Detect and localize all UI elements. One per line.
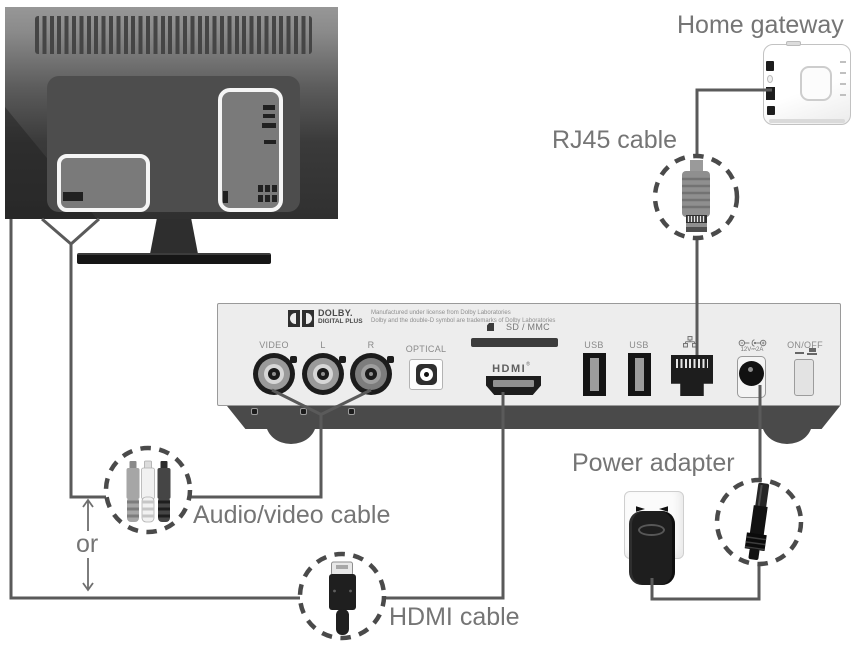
tv-port-slot xyxy=(223,191,228,203)
audio-video-cable-label: Audio/video cable xyxy=(193,501,391,529)
usb1-port xyxy=(583,353,606,396)
on-off-switch xyxy=(794,359,814,396)
gateway-button xyxy=(786,41,801,46)
tv-stand-base xyxy=(77,253,271,264)
tv-pin xyxy=(258,185,263,192)
tv-port-slot xyxy=(262,123,276,128)
tv-vent-grille xyxy=(35,16,312,54)
tv-av-port xyxy=(63,192,83,201)
audio-r-port-label: R xyxy=(367,340,375,350)
tv-pin xyxy=(265,195,270,202)
power-adapter-device xyxy=(629,511,675,585)
dolby-license-line2: Dolby and the double-D symbol are tradem… xyxy=(371,318,556,324)
tv-rear xyxy=(5,7,338,219)
adapter-emblem xyxy=(638,524,665,536)
dolby-double-d-icon xyxy=(288,310,315,327)
power-adapter-label: Power adapter xyxy=(572,449,735,477)
rj45-cable-label: RJ45 cable xyxy=(552,126,678,154)
tv-av-port-area xyxy=(57,154,150,212)
av-callout-circle xyxy=(103,445,193,535)
hdmi-reg-mark: ® xyxy=(526,361,530,368)
home-gateway-device xyxy=(763,41,851,125)
tv-port-slot xyxy=(263,114,275,118)
tv-connector-panel xyxy=(47,76,300,212)
dolby-brand: DOLBY. xyxy=(318,308,353,318)
optical-port xyxy=(409,359,443,390)
audio-l-port-label: L xyxy=(320,340,326,350)
rca-plug-yellow xyxy=(126,461,140,522)
gateway-led xyxy=(840,94,846,96)
hdmi-port xyxy=(486,376,541,395)
arrow-down-icon xyxy=(82,558,94,592)
tv-port-slot xyxy=(264,140,276,144)
on-symbol-icon xyxy=(809,348,816,352)
arrow-up-icon xyxy=(82,498,94,531)
gateway-led xyxy=(840,83,846,85)
power-callout-circle xyxy=(714,477,804,567)
tv-hdmi-port-area xyxy=(218,88,283,212)
audio-r-rca-jack xyxy=(348,353,394,415)
rca-plug-white xyxy=(141,460,155,523)
dc-plug-icon xyxy=(744,482,770,560)
dolby-license-line1: Manufactured under license from Dolby La… xyxy=(371,310,511,316)
network-icon xyxy=(683,336,697,348)
hdmi-cable-label: HDMI cable xyxy=(389,603,520,631)
dolby-brand-sub: DIGITAL PLUS xyxy=(318,318,363,325)
sd-mmc-slot xyxy=(471,338,558,347)
video-rca-jack xyxy=(251,353,297,415)
hdmi-connector-icon xyxy=(329,561,356,635)
on-off-label: ON/OFF xyxy=(787,340,823,350)
tv-pin xyxy=(265,185,270,192)
stb-bottom-band xyxy=(227,406,840,429)
dc-power-jack xyxy=(737,356,766,398)
usb2-port-label: USB xyxy=(629,340,649,350)
rca-plug-red xyxy=(157,461,171,522)
tv-pin xyxy=(258,195,263,202)
tv-pin xyxy=(272,185,277,192)
home-gateway-label: Home gateway xyxy=(677,11,844,39)
video-port-label: VIDEO xyxy=(259,340,289,350)
tv-pin xyxy=(272,195,277,202)
gateway-led xyxy=(840,72,846,74)
rj45-connector-icon xyxy=(682,160,710,232)
gateway-led xyxy=(840,61,846,63)
on-symbol-base xyxy=(807,353,817,355)
gateway-port xyxy=(766,61,774,71)
set-top-box-rear: DOLBY. DIGITAL PLUS Manufactured under l… xyxy=(217,303,841,415)
audio-l-rca-jack xyxy=(300,353,346,415)
usb1-port-label: USB xyxy=(584,340,604,350)
tv-port-slot xyxy=(263,105,275,110)
ethernet-port xyxy=(671,355,713,396)
off-symbol-icon xyxy=(795,352,804,354)
gateway-port xyxy=(767,106,775,115)
tv-stand-neck xyxy=(150,219,198,254)
sd-mmc-label: SD / MMC xyxy=(506,322,550,332)
hdmi-logo-text: HDMI xyxy=(492,363,527,375)
power-rating-label: 12V⎓2A xyxy=(740,347,764,353)
av-connectors-icon xyxy=(126,460,171,523)
gateway-button-oval xyxy=(767,75,773,83)
optical-port-label: OPTICAL xyxy=(405,344,447,354)
or-label: or xyxy=(76,530,99,558)
gateway-front-panel xyxy=(800,66,832,101)
usb2-port xyxy=(628,353,651,396)
outlet-slot xyxy=(636,506,645,512)
rj45-callout-circle xyxy=(652,153,740,241)
gateway-rj45-port xyxy=(766,87,775,100)
gateway-base xyxy=(769,119,845,123)
hdmi-callout-circle xyxy=(297,551,387,641)
sd-card-icon xyxy=(487,323,494,331)
